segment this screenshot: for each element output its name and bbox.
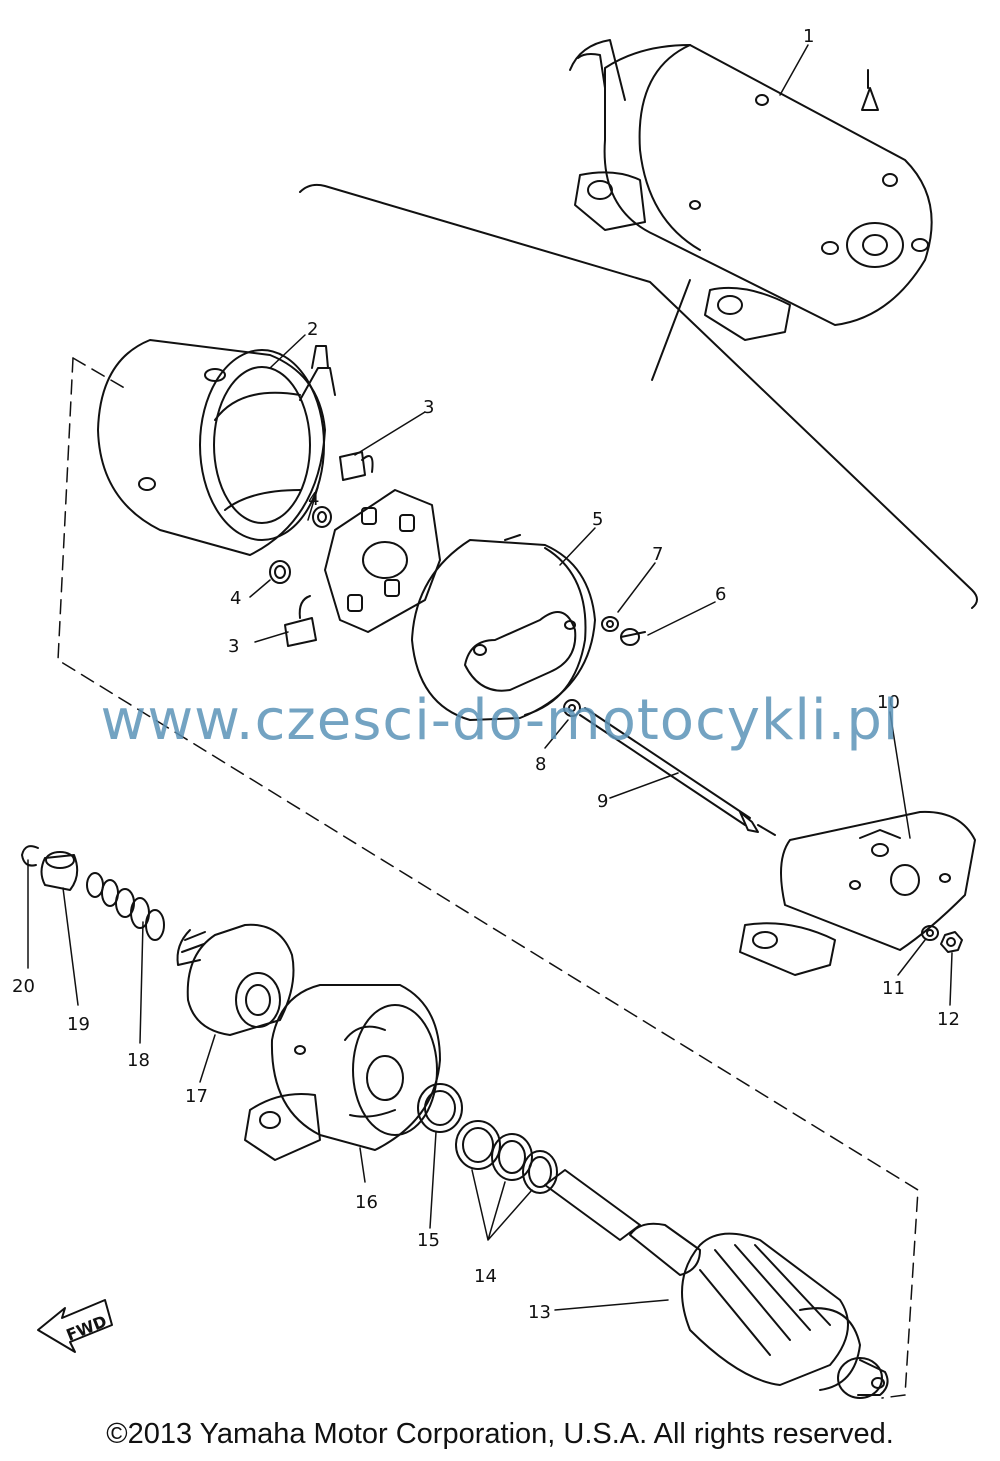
collar-icon <box>40 851 79 891</box>
exploded-frame <box>57 357 919 1399</box>
screw-icon <box>620 628 646 646</box>
washer-icon <box>601 616 619 632</box>
label-part-16: 16 <box>355 1192 378 1213</box>
label-part-5: 5 <box>592 509 603 530</box>
label-part-4-lower: 4 <box>230 588 241 609</box>
label-part-20: 20 <box>12 976 35 997</box>
front-end-cover-icon <box>244 984 441 1161</box>
label-part-3-upper: 3 <box>423 397 434 418</box>
starter-motor-assembled-icon <box>569 39 933 341</box>
label-part-17: 17 <box>185 1086 208 1107</box>
coil-spring-icon <box>86 872 165 941</box>
shim-washers-icon <box>455 1120 558 1194</box>
assembly-bracket-stem <box>651 279 691 381</box>
through-bolt-icon <box>579 707 776 836</box>
label-part-2: 2 <box>307 319 318 340</box>
starter-clutch-icon <box>176 923 295 1036</box>
label-part-8: 8 <box>535 754 546 775</box>
rear-end-cover-icon <box>411 534 596 721</box>
label-part-18: 18 <box>127 1050 150 1071</box>
website-watermark: www.czesci-do-motocykli.pl <box>100 688 900 753</box>
yoke-housing-icon <box>97 339 336 556</box>
label-part-1: 1 <box>803 26 814 47</box>
label-part-12: 12 <box>937 1009 960 1030</box>
brush-holder-plate-icon <box>324 489 441 633</box>
copyright-notice: ©2013 Yamaha Motor Corporation, U.S.A. A… <box>106 1418 894 1450</box>
label-part-3-lower: 3 <box>228 636 239 657</box>
label-part-11: 11 <box>882 978 905 999</box>
fwd-arrow-icon: FWD <box>37 1299 113 1353</box>
label-part-9: 9 <box>597 791 608 812</box>
brush-lower-icon <box>284 595 317 647</box>
armature-icon <box>544 1169 889 1399</box>
label-part-10: 10 <box>877 692 900 713</box>
label-part-14: 14 <box>474 1266 497 1287</box>
label-part-6: 6 <box>715 584 726 605</box>
brush-upper-icon <box>339 451 374 481</box>
leader-lines <box>27 44 953 1311</box>
assembly-bracket-line <box>299 183 978 609</box>
brush-spring-icon <box>269 506 332 584</box>
label-part-19: 19 <box>67 1014 90 1035</box>
label-part-13: 13 <box>528 1302 551 1323</box>
circlip-icon <box>21 845 39 867</box>
nut-icon <box>940 931 963 953</box>
washer-small-icon <box>563 699 581 717</box>
part-number-labels: 1 2 3 4 4 3 5 6 7 8 9 10 11 12 13 14 15 … <box>12 26 960 1323</box>
mounting-bracket-icon <box>739 810 976 976</box>
label-part-7: 7 <box>652 544 663 565</box>
label-part-4-upper: 4 <box>308 489 319 510</box>
label-part-15: 15 <box>417 1230 440 1251</box>
spring-washer-icon <box>921 925 939 941</box>
exploded-frame-top <box>72 357 129 391</box>
